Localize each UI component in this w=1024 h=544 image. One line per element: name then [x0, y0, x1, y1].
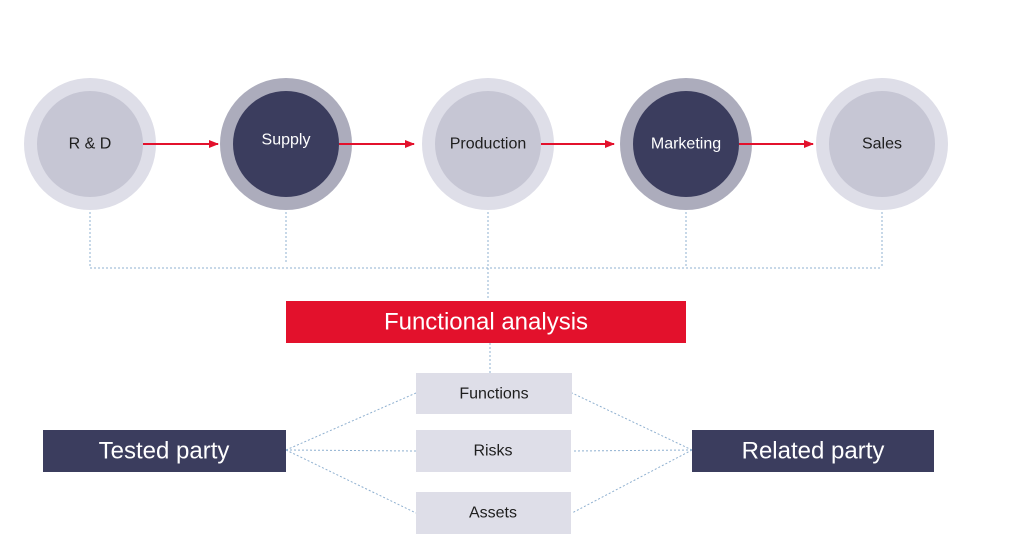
stage-production: Production — [422, 78, 554, 210]
connector-tested-assets — [285, 449, 417, 514]
far-risks-box — [416, 430, 571, 472]
far-assets: Assets — [416, 492, 571, 534]
far-functions: Functions — [416, 373, 572, 414]
stage-marketing-label: Marketing — [651, 136, 721, 153]
stage-rd-core — [37, 91, 143, 197]
related-party-box — [692, 430, 934, 472]
tested-party-box — [43, 430, 286, 472]
stage-marketing: Marketing — [620, 78, 752, 210]
stage-connectors — [89, 196, 883, 373]
connector-related-risks — [571, 449, 693, 452]
connector-related-assets — [571, 449, 693, 514]
related-party-label: Related party — [742, 438, 885, 465]
functional-analysis-box — [286, 301, 686, 343]
far-functions-box — [416, 373, 572, 414]
far-assets-label: Assets — [469, 505, 517, 522]
stage-sales-core — [829, 91, 935, 197]
far-assets-box — [416, 492, 571, 534]
stage-production-label: Production — [450, 136, 527, 153]
stage-marketing-core — [633, 91, 739, 197]
party-connectors — [285, 392, 693, 514]
stage-sales-label: Sales — [862, 136, 902, 153]
far-risks-label: Risks — [473, 443, 512, 460]
stage-rd: R & D — [24, 78, 156, 210]
related-party: Related party — [692, 430, 934, 472]
stage-supply: Supply — [220, 78, 352, 210]
connector-tested-risks — [285, 449, 417, 452]
far-risks: Risks — [416, 430, 571, 472]
connector-related-functions — [571, 392, 693, 451]
stage-production-core — [435, 91, 541, 197]
stage-supply-label: Supply — [262, 132, 311, 149]
functional-analysis-title: Functional analysis — [384, 309, 588, 336]
stage-supply-core — [233, 91, 339, 197]
stage-sales: Sales — [816, 78, 948, 210]
far-functions-label: Functions — [459, 386, 528, 403]
stage-rd-label: R & D — [69, 136, 112, 153]
functional-analysis-banner: Functional analysis — [286, 301, 686, 343]
tested-party: Tested party — [43, 430, 286, 472]
connector-tested-functions — [285, 392, 417, 451]
tested-party-label: Tested party — [99, 438, 230, 465]
